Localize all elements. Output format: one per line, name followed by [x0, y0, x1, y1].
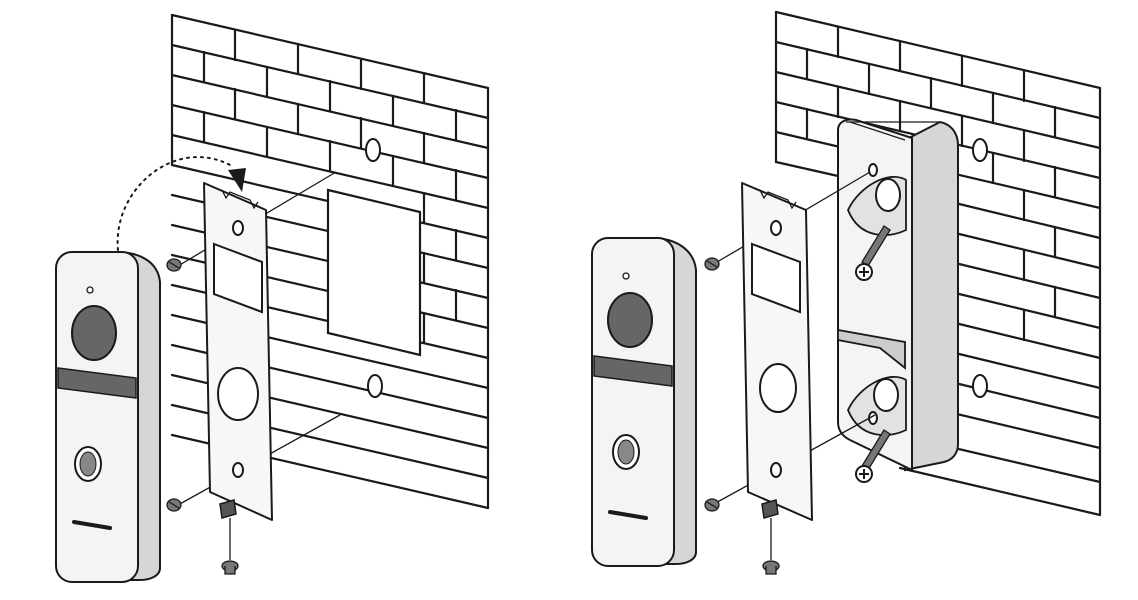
mounting-plate-left [203, 182, 273, 521]
plate-screw-top-right [704, 257, 720, 271]
wall-cavity [326, 188, 422, 357]
angled-wedge-bracket [837, 118, 959, 472]
wall-hole-top-right [972, 138, 988, 162]
bottom-lock-screw-left [219, 499, 239, 575]
wall-plug-top [855, 225, 891, 281]
doorbell-unit-left [55, 250, 161, 583]
plate-screw-top [166, 258, 182, 272]
plate-screw-bottom-right [704, 498, 720, 512]
wall-hole-bottom [367, 374, 383, 398]
left-panel-flat-mount [55, 13, 490, 583]
arrow-marker-icon [228, 168, 246, 192]
mounting-plate-right [741, 182, 813, 521]
bottom-lock-screw-right [761, 499, 780, 575]
plate-screw-bottom [166, 498, 182, 512]
swing-path [116, 156, 233, 251]
wall-plug-bottom [855, 429, 891, 483]
doorbell-unit-right [591, 236, 697, 567]
wall-hole-top [365, 138, 381, 162]
right-panel-angled-mount [591, 10, 1102, 575]
wall-hole-bottom-right [972, 374, 988, 398]
